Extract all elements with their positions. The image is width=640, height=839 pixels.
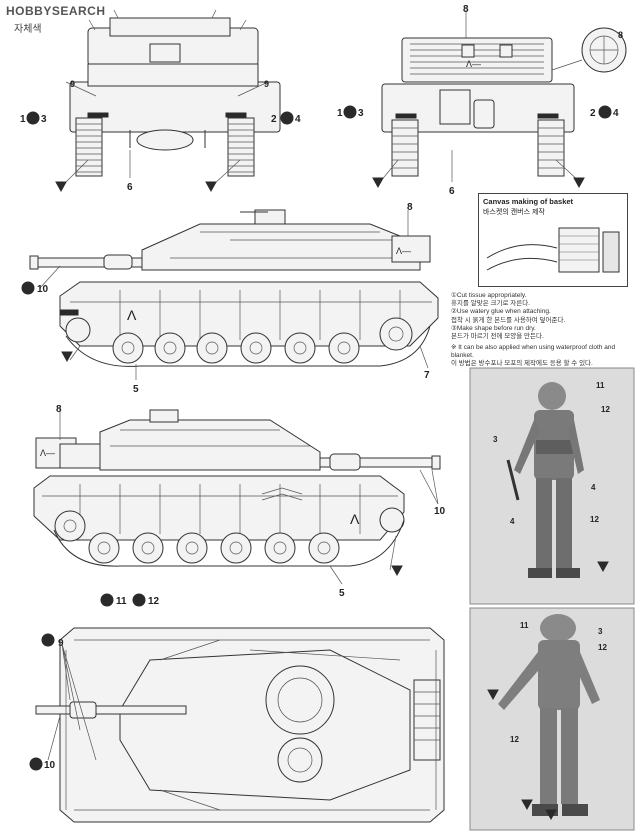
callout-10-top: 10: [44, 760, 56, 771]
callout-12-fig2-b: 12: [510, 735, 519, 744]
callout-10-side-lower: 10: [434, 506, 446, 517]
instruction-notes: ①Cut tissue appropriately. 휴지를 알맞은 크기로 자…: [451, 292, 636, 341]
soldier-figure-1: [469, 367, 635, 605]
note-step-1: ①Cut tissue appropriately.: [451, 292, 527, 299]
front-view: [69, 9, 281, 177]
callout-6-front: 6: [127, 182, 133, 193]
canvas-box-illustration: [486, 227, 620, 273]
callout-4-fig1-left: 4: [510, 517, 515, 526]
hull-marking-lower: Λ: [350, 511, 360, 527]
footnote: ※ It can be also applied when using wate…: [451, 344, 636, 369]
callout-3-front: 3: [41, 114, 47, 125]
note-step-2-korean: 접착 시 묽게 한 본드를 사용하여 덮어준다.: [451, 316, 566, 324]
callout-5-side-upper: 5: [133, 384, 139, 395]
callout-8-rear: 8: [463, 4, 469, 15]
road-wheels-lower: [54, 507, 405, 564]
hull-marking-upper: Λ: [127, 307, 137, 323]
side-view-lower: [33, 409, 441, 567]
callout-4-rear: 4: [613, 108, 619, 119]
callout-11-top: 11: [116, 596, 127, 607]
note-step-3: ③Make shape before run dry.: [451, 324, 536, 332]
canvas-making-box: Canvas making of basket 바스켓의 캔버스 제작: [478, 193, 628, 287]
footnote-korean: 이 방법은 방수포나 모포의 제작에도 응용 할 수 있다.: [451, 360, 593, 368]
canvas-box-title: Canvas making of basket: [483, 197, 574, 206]
callout-4-fig1-right: 4: [591, 483, 596, 492]
basket-sign-lower: Λ—: [40, 448, 55, 458]
callout-10-side-upper: 10: [37, 284, 49, 295]
callout-3-fig2: 3: [598, 627, 603, 636]
callout-8-side-lower: 8: [56, 404, 62, 415]
rear-view: [381, 27, 627, 177]
callout-6-rear: 6: [449, 186, 455, 197]
callout-markers: 1 3 2 4 6 9 9 1 3 2 4 6 8 8 8 10 5 7 8 1…: [20, 4, 623, 821]
callout-2-front: 2: [271, 114, 277, 125]
callout-4-front: 4: [295, 114, 301, 125]
callout-11-fig1: 11: [596, 381, 605, 390]
watermark-brand: HOBBYSEARCH: [6, 4, 106, 18]
canvas-box-title-korean: 바스켓의 캔버스 제작: [483, 209, 545, 216]
callout-12-top: 12: [148, 596, 160, 607]
callout-12-fig1: 12: [601, 405, 610, 414]
callout-3-rear: 3: [358, 108, 364, 119]
watermark-sub: 자체색: [14, 24, 42, 35]
callout-1-front: 1: [20, 114, 26, 125]
callout-2-rear: 2: [590, 108, 596, 119]
note-step-3-korean: 본드가 마르기 전에 모양을 만든다.: [451, 333, 544, 341]
soldier-figure-2: [469, 607, 635, 831]
callout-9-front-left: 9: [70, 79, 75, 89]
callout-1-rear: 1: [337, 108, 343, 119]
leader-lines: [39, 10, 581, 761]
callout-7-side-upper: 7: [424, 370, 430, 381]
callout-8-side-upper: 8: [407, 202, 413, 213]
road-wheels-upper: [65, 317, 413, 364]
note-step-2: ②Use watery glue when attaching.: [451, 308, 551, 316]
basket-sign-upper: Λ—: [396, 246, 411, 256]
callout-5-side-lower: 5: [339, 588, 345, 599]
callout-8-detail: 8: [618, 30, 623, 40]
callout-9-front-right: 9: [264, 79, 269, 89]
callout-12-fig1-b: 12: [590, 515, 599, 524]
callout-3-fig1: 3: [493, 435, 498, 444]
callout-9-top: 9: [58, 638, 64, 649]
side-view-upper: [29, 209, 439, 367]
callout-12-fig2-a: 12: [598, 643, 607, 652]
footnote-english: ※ It can be also applied when using wate…: [451, 344, 616, 360]
callout-11-fig2: 11: [520, 621, 529, 630]
top-view: [35, 627, 445, 823]
note-step-1-korean: 휴지를 알맞은 크기로 자른다.: [451, 300, 530, 308]
basket-sign-rear: Λ—: [466, 59, 481, 69]
